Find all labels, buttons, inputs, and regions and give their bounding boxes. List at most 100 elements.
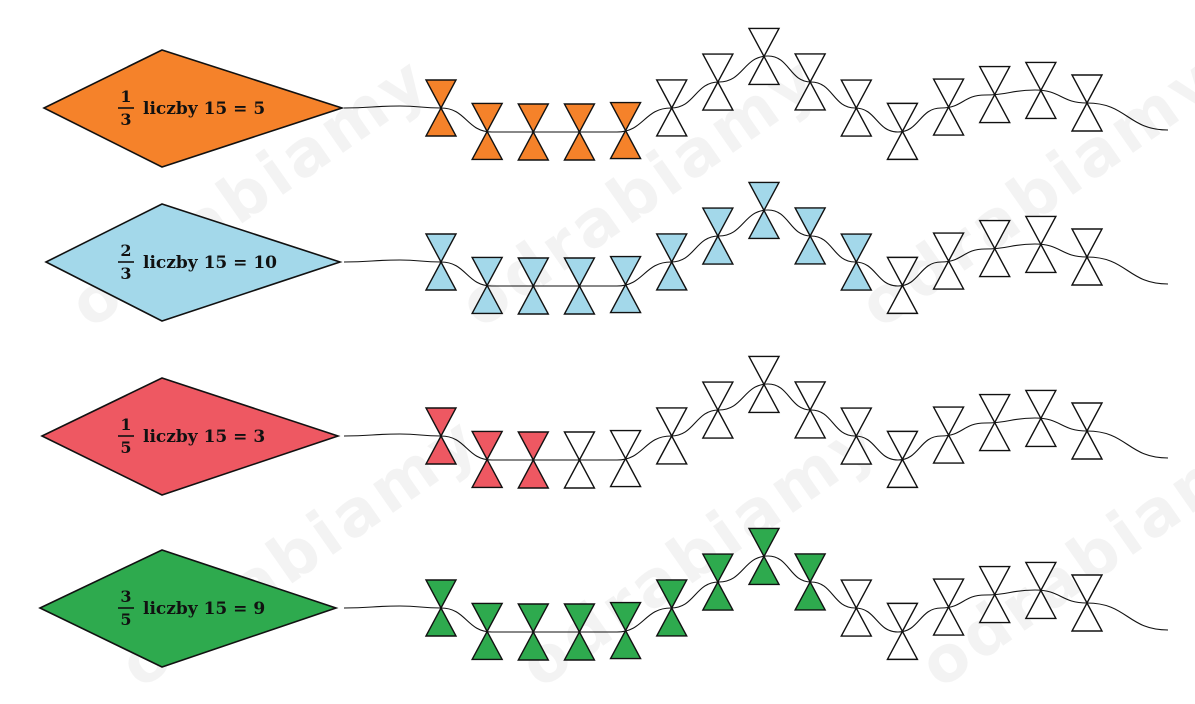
bow-top-triangle	[701, 207, 735, 238]
bow-top-triangle	[747, 181, 781, 212]
bow-bottom-triangle	[424, 606, 458, 637]
bow-empty	[978, 219, 1011, 278]
bow-top-triangle	[1024, 561, 1058, 592]
kite-tail-string	[343, 209, 1169, 287]
bow-bottom-triangle	[655, 434, 688, 465]
bow-top-triangle	[793, 381, 827, 412]
bow-filled	[470, 256, 504, 315]
bow-top-triangle	[1070, 74, 1104, 105]
fraction-denominator: 5	[120, 610, 131, 629]
bow-empty	[978, 65, 1011, 124]
bow-empty	[1024, 561, 1058, 620]
bow-bottom-triangle	[563, 284, 596, 315]
bow-empty	[563, 431, 596, 489]
bow-top-triangle	[793, 53, 827, 84]
bow-top-triangle	[701, 553, 735, 584]
bow-top-triangle	[655, 79, 688, 110]
bow-bottom-triangle	[747, 208, 781, 240]
bow-top-triangle	[517, 257, 550, 288]
bow-top-triangle	[932, 78, 965, 109]
bow-top-triangle	[840, 233, 873, 264]
bow-filled	[793, 207, 827, 265]
bow-bottom-triangle	[655, 260, 688, 291]
watermark-text: odrabiamy	[447, 42, 833, 343]
bow-top-triangle	[517, 431, 550, 462]
bow-filled	[424, 407, 458, 465]
bow-bottom-triangle	[886, 283, 919, 315]
bow-empty	[793, 381, 827, 439]
bow-filled	[517, 257, 550, 315]
bow-top-triangle	[886, 602, 919, 633]
bow-top-triangle	[840, 579, 873, 610]
bow-top-triangle	[563, 603, 596, 634]
bow-empty	[840, 407, 873, 465]
bow-top-triangle	[932, 232, 965, 263]
bow-top-triangle	[886, 102, 919, 133]
bow-top-triangle	[978, 393, 1011, 425]
bow-top-triangle	[517, 603, 550, 634]
bow-top-triangle	[1024, 389, 1058, 420]
bow-bottom-triangle	[563, 458, 596, 489]
bow-bottom-triangle	[517, 630, 550, 661]
bow-bottom-triangle	[1070, 601, 1104, 632]
bow-top-triangle	[609, 429, 642, 461]
bow-top-triangle	[655, 579, 688, 610]
kite-blue	[44, 203, 343, 322]
bow-empty	[886, 430, 919, 489]
bow-bottom-triangle	[517, 458, 550, 489]
bow-empty	[1070, 402, 1104, 460]
bow-empty	[701, 53, 735, 111]
bow-empty	[1024, 61, 1058, 120]
fraction-numerator: 1	[120, 87, 131, 106]
fraction-numerator: 2	[120, 241, 131, 260]
kite-label: liczby 15 = 10	[143, 253, 277, 273]
bow-top-triangle	[840, 407, 873, 438]
kite-row-blue: 2 3 liczby 15 = 10	[44, 181, 1169, 322]
bow-bottom-triangle	[840, 106, 873, 137]
bow-filled	[424, 233, 458, 291]
bow-top-triangle	[563, 431, 596, 462]
bow-top-triangle	[424, 579, 458, 610]
fraction-denominator: 3	[120, 264, 131, 283]
bow-filled	[747, 527, 781, 586]
fraction-denominator: 5	[120, 438, 131, 457]
bow-filled	[609, 255, 642, 314]
bow-empty	[840, 79, 873, 137]
bow-bottom-triangle	[701, 580, 735, 611]
bow-top-triangle	[470, 602, 504, 633]
kite-tail-string	[343, 383, 1169, 461]
bow-filled	[470, 430, 504, 489]
bow-top-triangle	[470, 102, 504, 133]
bow-top-triangle	[517, 103, 550, 134]
bow-bottom-triangle	[563, 130, 596, 161]
bow-bottom-triangle	[655, 106, 688, 137]
bow-bottom-triangle	[1024, 242, 1058, 274]
bow-filled	[470, 602, 504, 661]
bow-top-triangle	[470, 256, 504, 287]
bow-bottom-triangle	[470, 129, 504, 161]
bow-empty	[932, 578, 965, 636]
bow-top-triangle	[609, 101, 642, 133]
bow-bottom-triangle	[655, 606, 688, 637]
bow-top-triangle	[978, 65, 1011, 97]
kite-tail-string	[343, 555, 1169, 633]
bow-filled	[517, 103, 550, 161]
bow-bottom-triangle	[424, 260, 458, 291]
fraction-numerator: 3	[120, 587, 131, 606]
bow-bottom-triangle	[609, 129, 642, 160]
bow-bottom-triangle	[932, 433, 965, 464]
bow-top-triangle	[424, 79, 458, 110]
bow-bottom-triangle	[932, 259, 965, 290]
bow-bottom-triangle	[1070, 255, 1104, 286]
bow-bottom-triangle	[470, 457, 504, 489]
bow-bottom-triangle	[517, 284, 550, 315]
bow-bottom-triangle	[886, 629, 919, 661]
bow-top-triangle	[978, 219, 1011, 251]
bow-bottom-triangle	[1070, 101, 1104, 132]
bow-bottom-triangle	[1070, 429, 1104, 460]
bow-top-triangle	[1070, 402, 1104, 433]
bow-empty	[932, 406, 965, 464]
